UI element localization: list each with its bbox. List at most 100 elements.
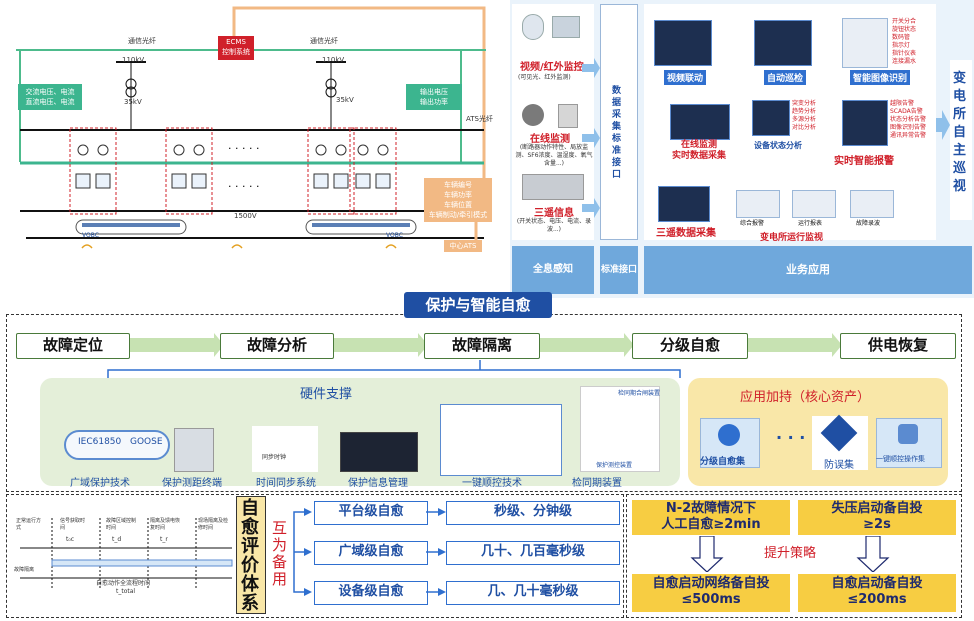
sync-clock-label: 同步时钟 [262, 454, 287, 461]
run-report-label: 运行报表 [798, 220, 823, 227]
wide-area-image [64, 430, 170, 460]
strategy-auto-line2: ≤200ms [847, 592, 907, 607]
strategy-loss-line1: 失压启动备自投 [831, 501, 923, 516]
recog-item-2: 旋钮状态 [892, 26, 917, 33]
step-arrow-4 [748, 333, 842, 357]
recog-item-6: 连接漏水 [892, 58, 917, 65]
recog-item-3: 数码管 [892, 34, 911, 41]
level-platform-time: 秒级、分钟级 [446, 501, 620, 525]
right-measure-box: 输出电压 输出功率 [406, 84, 462, 110]
tl-fault-label: 故障隔离 [14, 567, 35, 573]
fiber-left-label: 通信光纤 [128, 37, 156, 45]
kv110-right-label: 110kV [322, 56, 345, 64]
level-wide-area: 广域级自愈 [314, 541, 428, 565]
online-sub: (断路器动作特性、局放监测、SF6浓度、温湿度、氧气含量...) [515, 144, 593, 167]
status-item-1: 突变分析 [792, 100, 817, 107]
strategy-net-line1: 自愈启动网络备自投 [652, 576, 770, 591]
relay-terminal-image [174, 428, 214, 472]
alarm-item-3: 状态分析告警 [890, 116, 927, 123]
alarm-list: 越限告警 SCADA告警 状态分析告警 图像识别告警 通讯异常告警 [890, 100, 936, 140]
video-sub: (可见光、红外监测) [518, 74, 571, 81]
status-item-4: 对比分析 [792, 124, 817, 131]
strategy-upgrade: 提升策略 [764, 546, 817, 561]
strategy-auto-line1: 自愈启动备自投 [831, 576, 923, 591]
comp-report-label: 综合报警 [740, 220, 765, 227]
strategy-panel [626, 494, 962, 618]
status-item-3: 多源分析 [792, 116, 817, 123]
side-title: 变电所自主巡视 [953, 71, 967, 194]
run-report-thumb [792, 190, 836, 218]
image-recog-thumb [842, 18, 888, 68]
image-recog-label: 智能图像识别 [850, 70, 911, 85]
level-arrows [426, 508, 446, 596]
step-graded-healing: 分级自愈 [632, 333, 748, 359]
fiber-right-label: 通信光纤 [310, 37, 338, 45]
satellite-image [252, 426, 318, 472]
step-arrow-1 [130, 333, 224, 357]
backup-title: 互为备用 [272, 519, 288, 588]
recog-item-4: 指示灯 [892, 42, 911, 49]
info-mgmt-image [340, 432, 418, 472]
fault-wave-thumb [850, 190, 894, 218]
smart-patrol-panel: 视频/红外监控 (可见光、红外监测) 在线监测 (断路器动作特性、局放监测、SF… [510, 0, 974, 298]
strategy-auto-box: 自愈启动备自投 ≤200ms [798, 574, 956, 612]
substation-monitor-label: 变电所运行监视 [760, 233, 824, 243]
tl-total-sym: t_total [116, 588, 136, 595]
sensor-icon [522, 104, 544, 126]
check-sync-diagram [580, 386, 660, 472]
level-device-time: 几、几十毫秒级 [446, 581, 620, 605]
step-arrow-2 [334, 333, 428, 357]
interface-column: 数据采集标准接口 [600, 4, 638, 240]
tl-label-repair: 现场隔离及检修时间 [198, 518, 229, 531]
recog-item-1: 开关分合 [892, 18, 917, 25]
kv110-left-label: 110kV [122, 56, 145, 64]
hardware-title: 硬件支撑 [300, 387, 353, 402]
kv35-right-label: 35kV [336, 96, 354, 104]
one-click-icon [898, 424, 918, 444]
step-power-recovery: 供电恢复 [840, 333, 956, 359]
application-area: 视频联动 自动巡检 智能图像识别 开关分合 旋钮状态 数码管 指示灯 指针仪表 … [644, 4, 936, 243]
auto-patrol-label: 自动巡检 [764, 70, 807, 85]
vobc-left-label: VOBC [82, 232, 99, 239]
level-device: 设备级自愈 [314, 581, 428, 605]
kv35-left-label: 35kV [124, 98, 142, 106]
alarm-item-4: 图像识别告警 [890, 124, 927, 131]
strategy-loss-box: 失压启动备自投 ≥2s [798, 500, 956, 535]
hw-label-one-click: 一键顺控技术 [462, 478, 522, 489]
substation-frame-2 [165, 127, 213, 215]
strategy-net-box: 自愈启动网络备自投 ≤500ms [632, 574, 790, 612]
tl-label-signal: 信号获取时间 [60, 518, 86, 531]
bracket-lines [107, 360, 681, 378]
status-list: 突变分析 趋势分析 多源分析 对比分析 [792, 100, 836, 132]
left-measure-box: 交流电压、电流 直流电压、电流 [18, 84, 82, 110]
iec-label: IEC61850 [78, 437, 122, 447]
hw-label-info: 保护信息管理 [348, 478, 408, 489]
alarm-item-5: 通讯异常告警 [890, 132, 927, 139]
healing-set-icon [718, 424, 740, 446]
beacon-icons [81, 244, 397, 249]
camera-icon [522, 14, 544, 40]
hw-label-check-sync: 检同期装置 [572, 478, 622, 489]
cabinet-icon [522, 174, 584, 200]
tl-sub-1: t₀c [66, 536, 75, 543]
footer-app: 业务应用 [644, 246, 972, 294]
remote-sub: (开关状态、电压、电流、录波...) [516, 218, 592, 233]
sensor-icon-2 [558, 104, 578, 128]
level-platform: 平台级自愈 [314, 501, 428, 525]
strategy-arrows [690, 536, 890, 572]
device-status-thumb [752, 100, 790, 136]
three-remote-thumb [658, 186, 710, 222]
dots-lower: · · · · · [228, 180, 260, 193]
alarm-thumb [842, 100, 888, 146]
tl-sub-3: t_r [160, 536, 168, 543]
step-fault-analysis: 故障分析 [220, 333, 334, 359]
substation-frame-3 [307, 127, 355, 215]
perception-column: 视频/红外监控 (可见光、红外监测) 在线监测 (断路器动作特性、局放监测、SF… [512, 4, 594, 240]
app-dots: · · · [776, 428, 806, 447]
strategy-loss-line2: ≥2s [863, 517, 891, 532]
substation-frame-4 [349, 127, 397, 215]
fault-wave-label: 故障录波 [856, 220, 881, 227]
check-sync-label-top: 检同期合闸装置 [618, 390, 661, 397]
hw-label-wide-area: 广域保护技术 [70, 478, 130, 489]
ecms-box: ECMS 控制系统 [218, 36, 254, 60]
